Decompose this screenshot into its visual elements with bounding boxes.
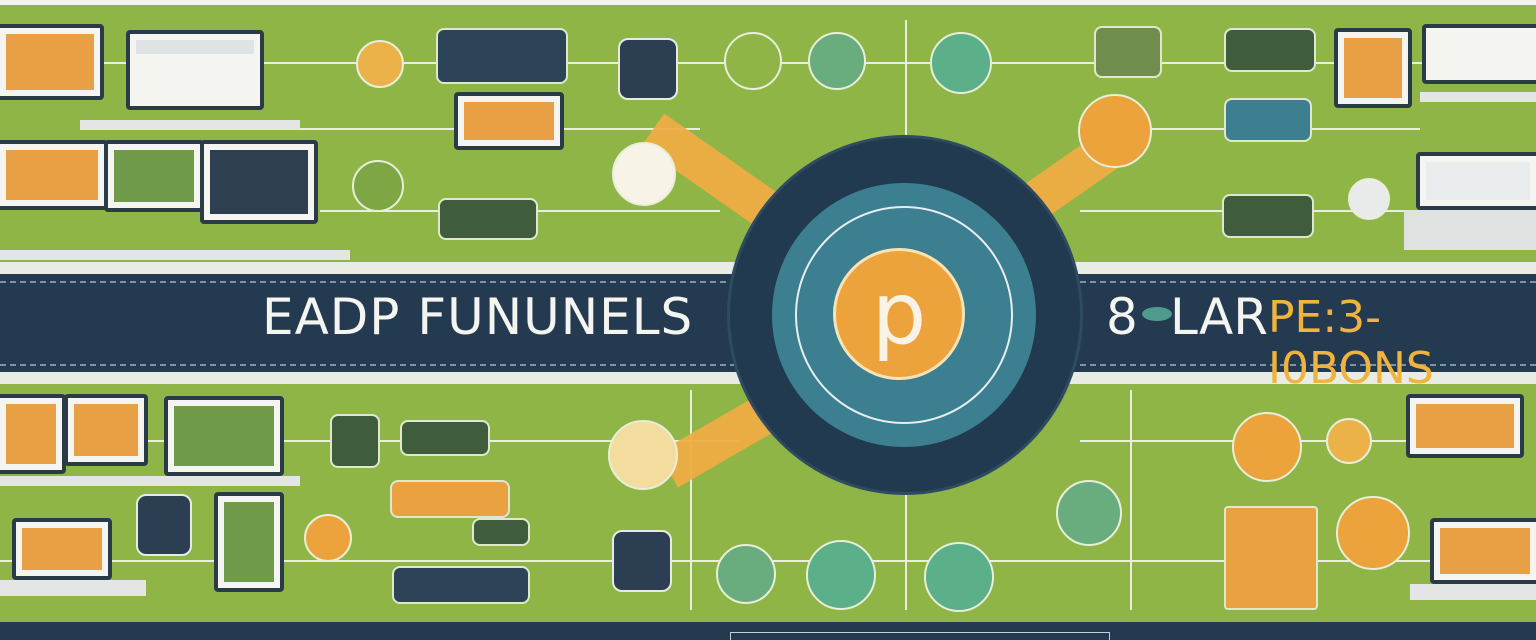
- bag-icon: [1078, 94, 1152, 168]
- label-card: [1094, 26, 1162, 78]
- banner-number: 8: [1106, 288, 1138, 346]
- laptop-keyboard: [0, 580, 146, 596]
- desk-shelf: [80, 120, 300, 130]
- laptop-keyboard: [1410, 584, 1536, 600]
- book-icon: [608, 420, 678, 490]
- lightbulb-icon: [356, 40, 404, 88]
- mail-icon: [924, 542, 994, 612]
- laptop: [1430, 518, 1536, 584]
- monitor: [1422, 24, 1536, 84]
- profile-icon: [618, 38, 678, 100]
- connector-line: [905, 490, 907, 610]
- label-card: [438, 198, 538, 240]
- target-icon: [612, 142, 676, 206]
- desk-shelf: [0, 476, 300, 486]
- handshake-icon: [304, 514, 352, 562]
- p-logo: p: [833, 248, 965, 380]
- code-icon: [136, 494, 192, 556]
- monitor: [126, 30, 264, 110]
- label-card: [330, 414, 380, 468]
- label-card: [436, 28, 568, 84]
- monitor: [0, 394, 66, 474]
- inner-ring: [795, 206, 1013, 424]
- monitor: [64, 394, 148, 466]
- label-card: [472, 518, 530, 546]
- chat-icon: [806, 540, 876, 610]
- document-icon: [724, 32, 782, 90]
- tablet: [214, 492, 284, 592]
- connector-line: [690, 390, 692, 610]
- folder-icon: [1224, 506, 1318, 610]
- monitor: [1334, 28, 1412, 108]
- chat-icon: [808, 32, 866, 90]
- label-card: [1222, 194, 1314, 238]
- label-card: [390, 480, 510, 518]
- label-card: [1224, 28, 1316, 72]
- cart-icon: [352, 160, 404, 212]
- gear-icon: [1348, 178, 1390, 220]
- badge-icon: [1232, 412, 1302, 482]
- top-border: [0, 0, 1536, 5]
- monitor: [200, 140, 318, 224]
- profile-icon: [612, 530, 672, 592]
- fish-icon: [1142, 307, 1172, 321]
- monitor: [454, 92, 564, 150]
- document-icon: [1056, 480, 1122, 546]
- connector-line: [905, 20, 907, 140]
- p-logo-letter: p: [871, 264, 927, 364]
- laptop: [1406, 394, 1524, 458]
- desk-shelf: [0, 250, 350, 260]
- label-card: [1224, 98, 1312, 142]
- chart-icon: [1336, 496, 1410, 570]
- bottom-band: [0, 622, 1536, 640]
- phone-icon: [930, 32, 992, 94]
- label-card: [392, 566, 530, 604]
- lightbulb-icon: [1326, 418, 1372, 464]
- connector-line: [1130, 390, 1132, 610]
- bottom-bar: [730, 632, 1110, 640]
- laptop: [1416, 152, 1536, 210]
- banner-subtitle: PE:3-I0BONS: [1268, 292, 1434, 394]
- monitor: [104, 140, 204, 212]
- monitor: [164, 396, 284, 476]
- desk-shelf: [1420, 92, 1536, 102]
- banner-word: LAR: [1170, 288, 1268, 346]
- laptop: [12, 518, 112, 580]
- chart-icon: [716, 544, 776, 604]
- banner-title: EADP FUNUNELS: [262, 288, 694, 346]
- monitor: [0, 140, 108, 210]
- laptop-keyboard: [1404, 210, 1536, 250]
- label-card: [400, 420, 490, 456]
- monitor: [0, 24, 104, 100]
